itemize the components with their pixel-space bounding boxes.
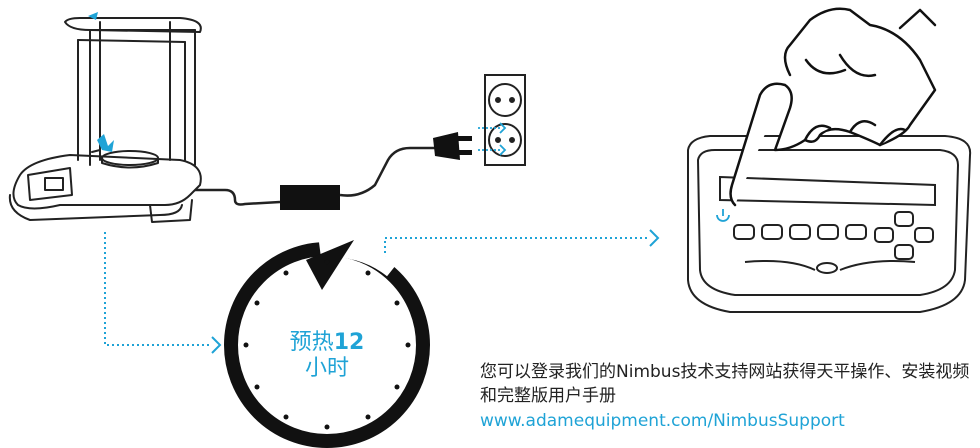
support-text-part2: 技术支持网站获得天平操作、安装视频和完整版用户手册 xyxy=(480,362,970,406)
wall-socket-icon xyxy=(484,74,526,166)
flow-arrow-icon xyxy=(211,336,222,354)
flow-line-balance-to-clock xyxy=(104,232,212,346)
warmup-text: 预热 xyxy=(289,330,334,355)
flow-line-clock-to-display xyxy=(384,237,650,268)
warmup-hours: 12 xyxy=(333,330,365,355)
support-text-part1: 您可以登录我们的 xyxy=(480,362,616,382)
warmup-label: 预热12 小时 xyxy=(272,330,382,382)
plug-icon xyxy=(433,132,472,160)
brand-name: Nimbus xyxy=(616,362,681,382)
door-handle-icon xyxy=(88,12,98,20)
power-adapter-icon xyxy=(280,185,340,210)
support-link[interactable]: www.adamequipment.com/NimbusSupport xyxy=(480,411,845,431)
flow-arrow-icon xyxy=(649,229,660,247)
balance-display-icon xyxy=(687,135,972,313)
hand-pointer-icon xyxy=(729,7,937,207)
clock-icon xyxy=(224,240,430,448)
level-indicator-icon xyxy=(97,134,114,152)
balance-icon xyxy=(8,17,202,223)
power-button-icon xyxy=(716,209,730,222)
warmup-unit: 小时 xyxy=(304,356,349,381)
support-text: 您可以登录我们的Nimbus技术支持网站获得天平操作、安装视频和完整版用户手册 xyxy=(480,360,975,408)
support-info: 您可以登录我们的Nimbus技术支持网站获得天平操作、安装视频和完整版用户手册 … xyxy=(480,360,975,434)
